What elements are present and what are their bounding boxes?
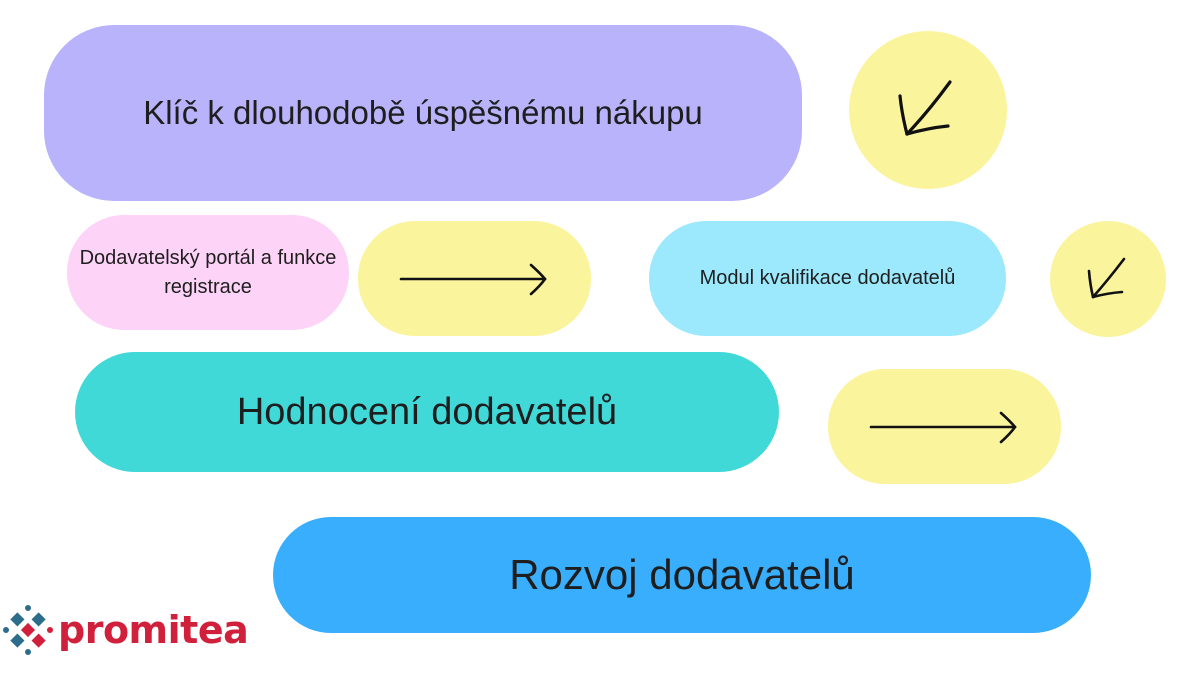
arrow-down-left-large [849,31,1007,189]
step-klic-box: Klíč k dlouhodobě úspěšnému nákupu [44,25,802,201]
step-kvalifikace-label: Modul kvalifikace dodavatelů [699,267,956,289]
step-hodnoceni-box: Hodnocení dodavatelů [75,352,779,472]
arrow-down-left-small [1050,221,1166,337]
arrow-right-pill-1 [358,221,591,336]
arrow-down-left-icon [1087,257,1126,299]
step-klic-label: Klíč k dlouhodobě úspěšnému nákupu [143,94,703,131]
step-kvalifikace-box: Modul kvalifikace dodavatelů [649,221,1006,336]
promitea-logo-text: promitea [58,608,249,652]
arrow-right-pill-2 [828,369,1061,484]
promitea-logo-icon [3,605,53,655]
step-portal-label: Dodavatelský portál a funkce registrace [79,246,337,298]
step-portal-box: Dodavatelský portál a funkce registrace [67,215,349,330]
step-rozvoj-box: Rozvoj dodavatelů [273,517,1091,633]
arrow-right-icon [869,411,1017,443]
arrow-down-left-icon [898,80,952,136]
step-rozvoj-label: Rozvoj dodavatelů [509,551,855,598]
step-hodnoceni-label: Hodnocení dodavatelů [236,390,618,433]
promitea-logo: promitea [2,600,249,660]
arrow-right-icon [399,263,547,295]
